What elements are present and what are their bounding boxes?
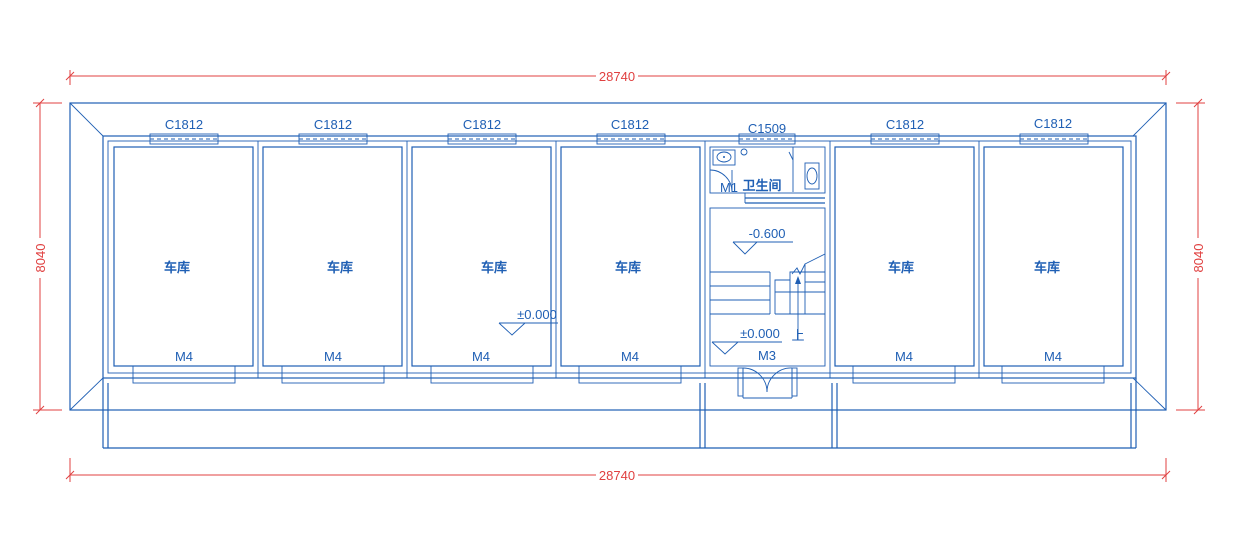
door-label-bath: M1 bbox=[720, 180, 738, 195]
bathroom: M1 卫生间 bbox=[709, 146, 826, 204]
room-label-garage: 车库 bbox=[481, 260, 507, 276]
windows: C1812 C1812 C1812 C1812 C1509 C1812 bbox=[149, 116, 1089, 145]
room-label-bathroom: 卫生间 bbox=[742, 178, 781, 194]
window-label: C1812 bbox=[611, 117, 649, 132]
door-label: M4 bbox=[175, 349, 193, 364]
window-label: C1812 bbox=[463, 117, 501, 132]
garage-bays bbox=[113, 141, 1124, 378]
window-label: C1812 bbox=[314, 117, 352, 132]
window-2: C1812 bbox=[298, 117, 368, 145]
window-label: C1812 bbox=[165, 117, 203, 132]
entry-door bbox=[737, 367, 798, 399]
door-label: M4 bbox=[472, 349, 490, 364]
window-5: C1509 bbox=[738, 121, 796, 145]
window-label: C1812 bbox=[1034, 116, 1072, 131]
window-3: C1812 bbox=[447, 117, 517, 145]
room-label-garage: 车库 bbox=[888, 260, 914, 276]
dimension-right: 8040 bbox=[1176, 98, 1206, 415]
dimension-left: 8040 bbox=[33, 98, 62, 415]
sink-icon bbox=[712, 149, 736, 166]
roof-outline bbox=[69, 102, 1167, 411]
window-1: C1812 bbox=[149, 117, 219, 145]
exterior-walls bbox=[102, 135, 1137, 449]
dimension-top: 28740 bbox=[65, 68, 1171, 85]
dimension-bottom: 28740 bbox=[65, 458, 1171, 483]
stair-up-label: 上 bbox=[791, 328, 804, 343]
stair-hall: -0.600 ±0.000 上 M3 bbox=[709, 207, 826, 367]
window-6: C1812 bbox=[870, 117, 940, 145]
window-label: C1509 bbox=[748, 121, 786, 136]
dim-right-label: 8040 bbox=[1191, 244, 1206, 273]
level-label: ±0.000 bbox=[517, 307, 557, 322]
room-label-garage: 车库 bbox=[327, 260, 353, 276]
stair-arrow-icon bbox=[795, 276, 801, 284]
garage-doors: M4 M4 M4 M4 M4 M4 bbox=[132, 349, 1105, 384]
room-label-garage: 车库 bbox=[615, 260, 641, 276]
window-7: C1812 bbox=[1019, 116, 1089, 145]
level-label-entry: ±0.000 bbox=[740, 326, 780, 341]
level-label-upper: -0.600 bbox=[749, 226, 786, 241]
window-4: C1812 bbox=[596, 117, 666, 145]
door-label: M4 bbox=[1044, 349, 1062, 364]
dim-top-label: 28740 bbox=[599, 69, 635, 84]
room-label-garage: 车库 bbox=[1034, 260, 1060, 276]
door-label: M4 bbox=[895, 349, 913, 364]
door-label-entry: M3 bbox=[758, 348, 776, 363]
room-labels: 车库 车库 车库 车库 车库 车库 bbox=[164, 260, 1060, 276]
dim-bottom-label: 28740 bbox=[599, 468, 635, 483]
window-label: C1812 bbox=[886, 117, 924, 132]
room-label-garage: 车库 bbox=[164, 260, 190, 276]
door-label: M4 bbox=[324, 349, 342, 364]
toilet-icon bbox=[804, 162, 820, 190]
dim-left-label: 8040 bbox=[33, 244, 48, 273]
door-label: M4 bbox=[621, 349, 639, 364]
floor-drain-icon bbox=[740, 148, 748, 156]
level-marker-garage: ±0.000 bbox=[498, 307, 558, 336]
